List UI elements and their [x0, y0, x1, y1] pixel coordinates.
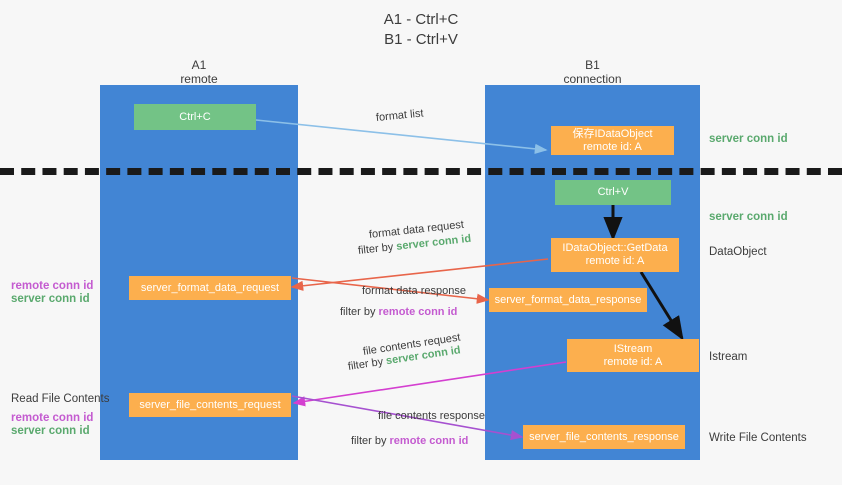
- box-server-file-contents-response[interactable]: server_file_contents_response: [523, 425, 685, 449]
- lane-a1-name: A1: [191, 58, 207, 72]
- annotation-file-contents-response: file contents response: [378, 410, 486, 422]
- box-istream-line1: IStream: [613, 342, 653, 355]
- page-title: A1 - Ctrl+C B1 - Ctrl+V: [0, 10, 842, 50]
- lane-b1-name: B1: [585, 58, 600, 72]
- box-idataobject-getdata[interactable]: IDataObject::GetData remote id: A: [551, 238, 679, 272]
- box-server-format-data-request-label: server_format_data_request: [140, 281, 280, 294]
- box-istream[interactable]: IStream remote id: A: [567, 339, 699, 372]
- annotation-filter-by-remote-conn-id-2: filter by remote conn id: [351, 434, 468, 448]
- right-label-istream: Istream: [709, 351, 748, 363]
- lane-header-b1: B1 connection: [485, 58, 700, 86]
- lane-header-a1: A1 remote: [100, 58, 298, 86]
- divider-dashed-line: [0, 168, 842, 175]
- box-save-idataobject-line1: 保存IDataObject: [572, 127, 653, 140]
- box-server-format-data-response[interactable]: server_format_data_response: [489, 288, 647, 312]
- box-server-file-contents-request[interactable]: server_file_contents_request: [129, 393, 291, 417]
- box-save-idataobject-line2: remote id: A: [583, 140, 642, 153]
- box-getdata-line2: remote id: A: [585, 255, 645, 267]
- box-server-format-data-response-label: server_format_data_response: [494, 293, 642, 306]
- box-getdata-line1: IDataObject::GetData: [562, 242, 668, 254]
- right-label-server-conn-id-2: server conn id: [709, 211, 788, 223]
- filter-by-text-4: filter by: [351, 435, 390, 447]
- lane-a1-sub: remote: [180, 72, 218, 86]
- title-line-2: B1 - Ctrl+V: [384, 31, 458, 48]
- box-istream-line2: remote id: A: [603, 355, 663, 368]
- box-server-file-contents-response-label: server_file_contents_response: [529, 430, 679, 443]
- left-label-remote-conn-id-1: remote conn id: [11, 280, 94, 292]
- filter-by-text-2: filter by: [340, 306, 379, 318]
- box-ctrl-c[interactable]: Ctrl+C: [134, 104, 256, 130]
- filter-value-remote-conn-id-2: remote conn id: [389, 435, 469, 447]
- box-server-file-contents-request-label: server_file_contents_request: [139, 398, 281, 411]
- annotation-filter-by-remote-conn-id-1: filter by remote conn id: [340, 305, 457, 319]
- box-save-idataobject[interactable]: 保存IDataObject remote id: A: [551, 126, 674, 155]
- box-server-format-data-request[interactable]: server_format_data_request: [129, 276, 291, 300]
- right-label-write-file-contents: Write File Contents: [709, 432, 807, 444]
- annotation-format-data-response: format data response: [362, 285, 466, 297]
- annotation-format-list: format list: [375, 107, 425, 124]
- right-label-dataobject: DataObject: [709, 246, 767, 258]
- box-ctrl-c-label: Ctrl+C: [179, 110, 211, 123]
- left-label-remote-conn-id-2: remote conn id: [11, 412, 94, 424]
- left-label-server-conn-id-2: server conn id: [11, 425, 90, 437]
- title-line-1: A1 - Ctrl+C: [383, 11, 459, 28]
- lane-b1-sub: connection: [563, 72, 622, 86]
- left-label-read-file-contents: Read File Contents: [11, 393, 110, 405]
- box-ctrl-v[interactable]: Ctrl+V: [555, 180, 671, 205]
- box-ctrl-v-label: Ctrl+V: [597, 186, 629, 198]
- filter-by-text-1: filter by: [357, 240, 397, 257]
- left-label-server-conn-id-1: server conn id: [11, 293, 90, 305]
- filter-value-remote-conn-id-1: remote conn id: [378, 306, 458, 318]
- filter-by-text-3: filter by: [347, 355, 387, 373]
- right-label-server-conn-id-1: server conn id: [709, 133, 788, 145]
